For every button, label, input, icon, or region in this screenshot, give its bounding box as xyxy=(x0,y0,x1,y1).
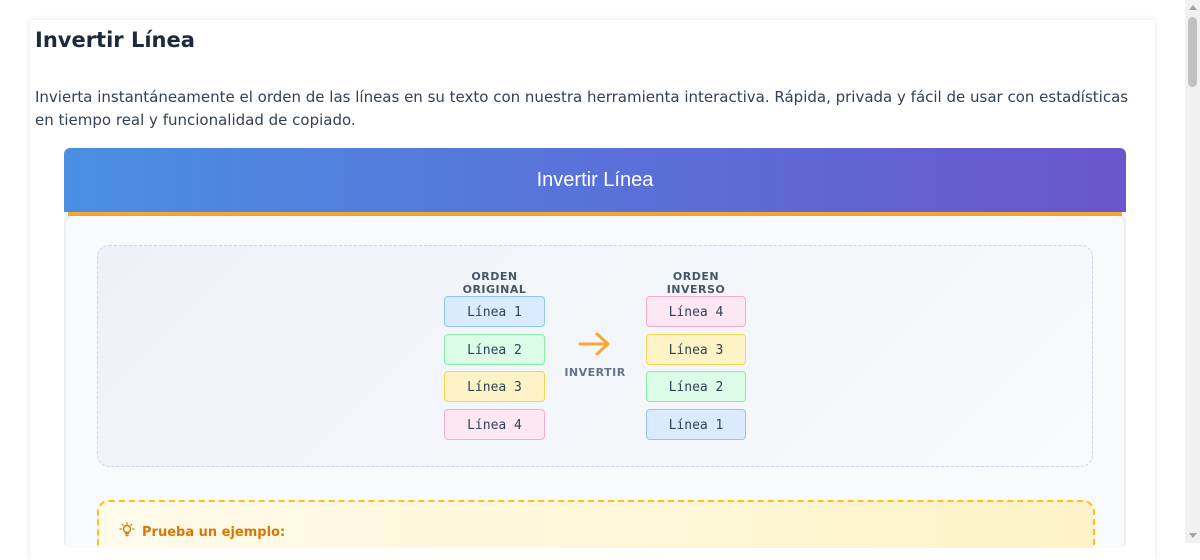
page-scrollbar[interactable] xyxy=(1185,0,1200,543)
reverse-line-tool: Invertir Línea ORDEN ORIGINAL Línea 1 Lí… xyxy=(64,148,1126,548)
demo-panel: ORDEN ORIGINAL Línea 1 Línea 2 Línea 3 L… xyxy=(97,245,1093,467)
original-line: Línea 1 xyxy=(444,296,545,327)
tool-accent-bar xyxy=(68,212,1122,216)
invert-indicator: INVERTIR xyxy=(560,330,630,379)
reversed-line: Línea 3 xyxy=(646,333,746,365)
scroll-down-icon[interactable] xyxy=(1189,533,1197,538)
lightbulb-icon xyxy=(119,522,142,542)
arrow-right-icon xyxy=(560,330,630,358)
example-heading: Prueba un ejemplo: xyxy=(119,522,285,542)
original-line: Línea 4 xyxy=(444,408,545,440)
reversed-line: Línea 2 xyxy=(646,371,746,402)
reversed-order-title: ORDEN INVERSO xyxy=(666,270,726,296)
original-order-title: ORDEN ORIGINAL xyxy=(462,270,527,296)
invert-label: INVERTIR xyxy=(564,366,626,379)
reversed-line: Línea 4 xyxy=(646,296,746,327)
reversed-line: Línea 1 xyxy=(646,408,746,440)
original-line: Línea 2 xyxy=(444,333,545,365)
reversed-order-column: ORDEN INVERSO Línea 4 Línea 3 Línea 2 Lí… xyxy=(646,270,746,446)
tool-header: Invertir Línea xyxy=(64,148,1126,212)
page-description: Invierta instantáneamente el orden de la… xyxy=(35,88,1129,129)
original-order-column: ORDEN ORIGINAL Línea 1 Línea 2 Línea 3 L… xyxy=(444,270,545,446)
tool-body: ORDEN ORIGINAL Línea 1 Línea 2 Línea 3 L… xyxy=(66,216,1124,548)
example-panel: Prueba un ejemplo: xyxy=(97,500,1095,548)
scroll-up-icon[interactable] xyxy=(1189,5,1197,10)
page-title: Invertir Línea xyxy=(35,28,195,52)
example-label[interactable]: Prueba un ejemplo: xyxy=(142,524,286,540)
original-line: Línea 3 xyxy=(444,371,545,402)
scrollbar-thumb[interactable] xyxy=(1188,17,1197,87)
